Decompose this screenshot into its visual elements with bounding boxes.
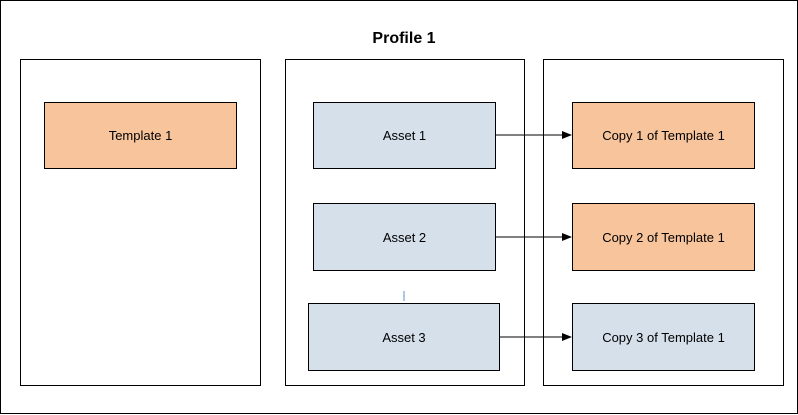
copy-2-label: Copy 2 of Template 1 [602,229,725,245]
copy-2-box: Copy 2 of Template 1 [572,203,755,271]
asset-2-box: Asset 2 [313,203,496,271]
copy-1-box: Copy 1 of Template 1 [572,102,755,169]
asset-3-box: Asset 3 [308,303,500,371]
diagram-title: Profile 1 [372,30,436,47]
copy-3-box: Copy 3 of Template 1 [572,303,755,371]
asset-3-label: Asset 3 [382,329,426,345]
copy-3-label: Copy 3 of Template 1 [602,329,725,345]
template-1-label: Template 1 [108,128,173,143]
asset-1-label: Asset 1 [382,128,427,143]
copy-1-label: Copy 1 of Template 1 [602,128,725,143]
asset-2-label: Asset 2 [382,229,427,245]
template-1-box: Template 1 [44,102,237,169]
asset-1-box: Asset 1 [313,102,496,169]
